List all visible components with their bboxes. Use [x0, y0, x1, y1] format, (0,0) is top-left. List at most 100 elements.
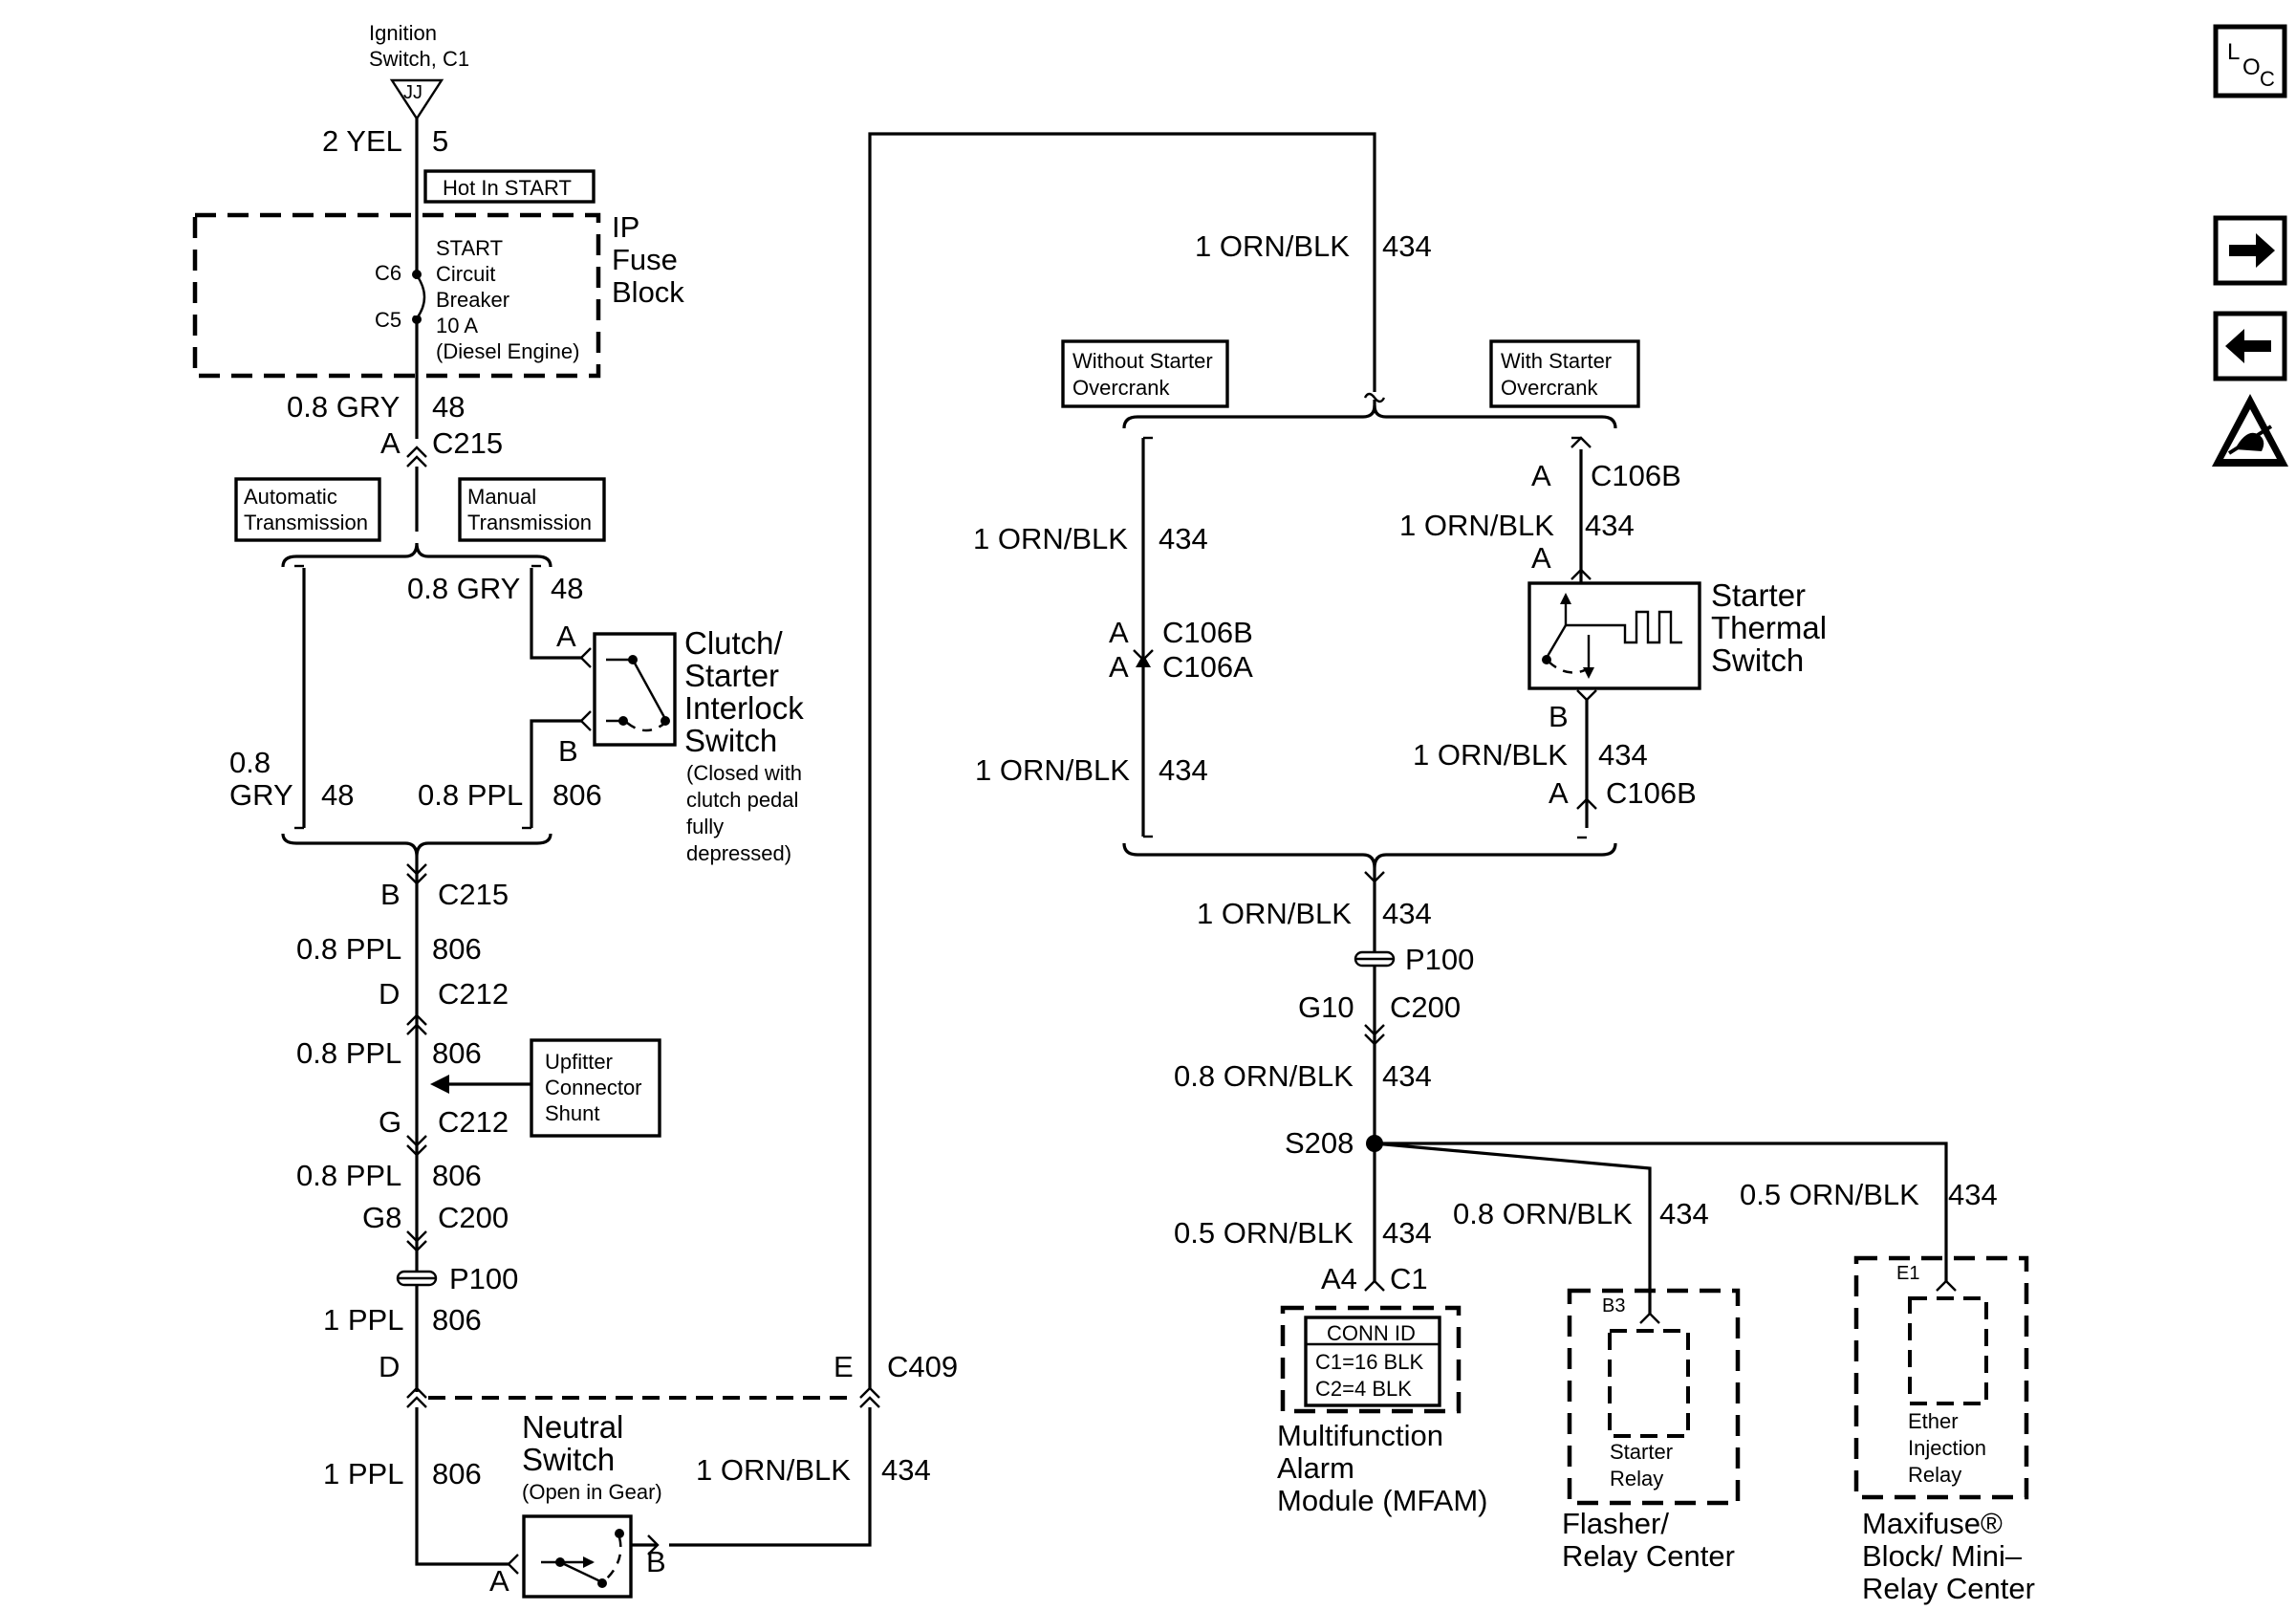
svg-text:(Closed with: (Closed with — [686, 761, 802, 785]
p100-passthrough-right: P100 — [1354, 943, 1474, 976]
svg-text:48: 48 — [432, 390, 465, 424]
svg-text:1 PPL: 1 PPL — [323, 1457, 403, 1490]
svg-text:806: 806 — [432, 932, 482, 966]
svg-text:B: B — [380, 878, 401, 911]
svg-text:P100: P100 — [449, 1262, 518, 1295]
svg-text:Multifunction: Multifunction — [1277, 1419, 1443, 1452]
svg-text:806: 806 — [432, 1303, 482, 1337]
svg-text:C106B: C106B — [1591, 459, 1681, 492]
svg-text:C106B: C106B — [1606, 776, 1697, 810]
svg-text:0.8 PPL: 0.8 PPL — [296, 932, 401, 966]
svg-text:C5: C5 — [375, 308, 401, 332]
svg-text:Manual: Manual — [467, 485, 536, 509]
svg-text:Overcrank: Overcrank — [1072, 376, 1170, 400]
svg-text:434: 434 — [881, 1453, 931, 1487]
with-starter-overcrank-label: With Starter Overcrank — [1489, 339, 1640, 408]
svg-text:Ignition: Ignition — [369, 21, 437, 45]
svg-text:Injection: Injection — [1908, 1436, 1986, 1460]
svg-text:434: 434 — [1159, 522, 1208, 555]
svg-text:C200: C200 — [1390, 990, 1461, 1024]
svg-text:1 ORN/BLK: 1 ORN/BLK — [1195, 229, 1350, 263]
svg-text:clutch pedal: clutch pedal — [686, 788, 798, 812]
svg-text:A: A — [489, 1564, 509, 1598]
svg-text:G: G — [379, 1105, 401, 1139]
ignition-wire-color: 2 YEL — [322, 124, 402, 158]
loc-icon[interactable]: L O C — [2213, 24, 2287, 98]
svg-text:fully: fully — [686, 815, 724, 838]
svg-text:Relay Center: Relay Center — [1562, 1539, 1735, 1573]
svg-text:0.8 GRY: 0.8 GRY — [407, 572, 520, 605]
arrow-right-icon[interactable] — [2213, 215, 2287, 286]
maxifuse-mini-relay-center: E1 Ether Injection Relay Maxifuse® Block… — [1853, 1255, 2035, 1605]
svg-text:A: A — [1531, 459, 1551, 492]
svg-text:(Diesel Engine): (Diesel Engine) — [436, 339, 579, 363]
manual-transmission-label: Manual Transmission — [458, 477, 606, 542]
svg-text:Upfitter: Upfitter — [545, 1050, 613, 1074]
svg-text:0.8: 0.8 — [229, 746, 271, 779]
svg-text:Connector: Connector — [545, 1076, 642, 1099]
clutch-starter-interlock-switch: Clutch/ Starter Interlock Switch (Closed… — [593, 625, 804, 865]
svg-text:Neutral: Neutral — [522, 1409, 623, 1445]
svg-text:Automatic: Automatic — [244, 485, 337, 509]
svg-text:1 PPL: 1 PPL — [323, 1303, 403, 1337]
svg-text:A: A — [1109, 616, 1129, 649]
svg-text:Relay Center: Relay Center — [1862, 1572, 2035, 1605]
svg-text:Transmission: Transmission — [244, 511, 368, 534]
svg-text:Shunt: Shunt — [545, 1101, 600, 1125]
upfitter-connector-shunt: Upfitter Connector Shunt — [430, 1038, 661, 1138]
svg-text:E: E — [834, 1350, 854, 1383]
automatic-transmission-label: Automatic Transmission — [234, 477, 381, 542]
svg-text:Block: Block — [612, 275, 684, 309]
svg-text:C409: C409 — [887, 1350, 958, 1383]
svg-text:Hot In START: Hot In START — [443, 176, 572, 200]
svg-text:Switch: Switch — [522, 1442, 615, 1477]
svg-text:Without Starter: Without Starter — [1072, 349, 1213, 373]
svg-text:Flasher/: Flasher/ — [1562, 1507, 1669, 1540]
svg-text:START: START — [436, 236, 503, 260]
svg-text:Switch: Switch — [1711, 642, 1804, 678]
svg-text:Starter: Starter — [1711, 577, 1806, 613]
svg-text:With Starter: With Starter — [1501, 349, 1612, 373]
svg-text:1 ORN/BLK: 1 ORN/BLK — [696, 1453, 851, 1487]
svg-text:Starter: Starter — [684, 658, 779, 693]
svg-text:806: 806 — [552, 778, 602, 812]
svg-text:Maxifuse®: Maxifuse® — [1862, 1507, 2003, 1540]
svg-text:A: A — [556, 620, 576, 653]
svg-text:C2=4 BLK: C2=4 BLK — [1315, 1377, 1412, 1401]
svg-text:434: 434 — [1948, 1178, 1998, 1211]
svg-text:434: 434 — [1382, 1216, 1432, 1250]
ignition-wire-circuit: 5 — [432, 124, 448, 158]
svg-text:C215: C215 — [438, 878, 509, 911]
svg-text:806: 806 — [432, 1036, 482, 1070]
svg-text:O: O — [2242, 54, 2261, 80]
svg-text:Interlock: Interlock — [684, 690, 804, 726]
svg-text:A: A — [1531, 541, 1551, 575]
svg-text:434: 434 — [1382, 229, 1432, 263]
svg-text:1 ORN/BLK: 1 ORN/BLK — [975, 753, 1130, 787]
svg-text:Relay: Relay — [1610, 1467, 1663, 1490]
svg-text:C6: C6 — [375, 261, 401, 285]
svg-text:A4: A4 — [1321, 1262, 1357, 1295]
svg-text:A: A — [1109, 650, 1129, 684]
svg-text:CONN ID: CONN ID — [1327, 1321, 1416, 1345]
svg-text:C: C — [2260, 67, 2275, 91]
svg-text:C1=16 BLK: C1=16 BLK — [1315, 1350, 1423, 1374]
svg-text:A: A — [1549, 776, 1569, 810]
svg-text:1 ORN/BLK: 1 ORN/BLK — [973, 522, 1128, 555]
svg-text:434: 434 — [1598, 738, 1648, 772]
svg-text:IP: IP — [612, 210, 639, 244]
svg-text:L: L — [2227, 39, 2240, 65]
svg-text:0.5 ORN/BLK: 0.5 ORN/BLK — [1740, 1178, 1919, 1211]
svg-text:0.8 PPL: 0.8 PPL — [296, 1036, 401, 1070]
svg-text:Starter: Starter — [1610, 1440, 1673, 1464]
svg-text:D: D — [379, 977, 400, 1011]
hot-in-start-label: Hot In START — [423, 169, 596, 204]
svg-text:A: A — [380, 426, 401, 460]
arrow-left-icon[interactable] — [2213, 311, 2287, 381]
flasher-relay-center: B3 Starter Relay Flasher/ Relay Center — [1562, 1288, 1741, 1573]
svg-text:G8: G8 — [362, 1201, 401, 1234]
svg-text:Block/ Mini–: Block/ Mini– — [1862, 1539, 2023, 1573]
svg-text:Switch, C1: Switch, C1 — [369, 47, 469, 71]
svg-text:E1: E1 — [1896, 1263, 1919, 1284]
